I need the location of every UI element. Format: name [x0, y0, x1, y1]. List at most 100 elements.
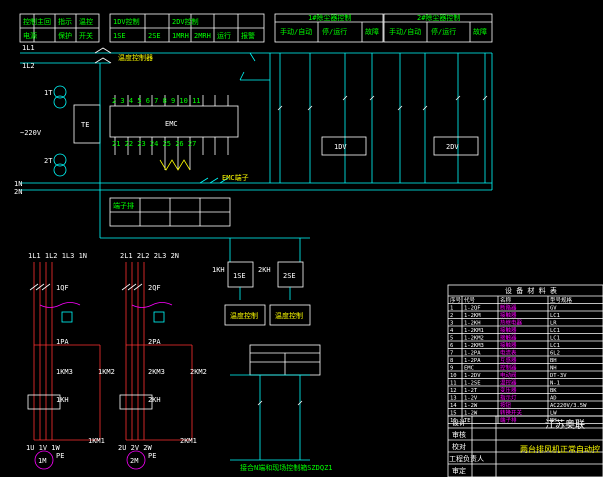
dv1-circuit — [277, 53, 375, 183]
bom-cell: 9 — [450, 366, 453, 372]
emc-controller: 2 3 4 5 6 7 8 9 10 11 21 22 23 24 25 26 … — [109, 95, 239, 171]
aux-table — [249, 344, 321, 376]
bom-cell: LC1 — [550, 343, 560, 349]
bom-cell: 端子排 — [500, 416, 517, 424]
m2-overload: 2KH — [148, 396, 161, 404]
bom-cell: 1 — [450, 306, 453, 312]
svg-text:端子排: 端子排 — [113, 201, 134, 210]
hdr-cell-7: 开关 — [79, 31, 93, 40]
m1-out: 1U 1V 1W — [26, 444, 61, 452]
tb-drawing: 两台排风机正常自动控 — [520, 444, 600, 454]
m1-pe: PE — [56, 452, 64, 460]
m1-feed: 1L1 1L2 1L3 1N — [28, 252, 87, 260]
bom-cell: 1-2PA — [464, 351, 481, 357]
bom-header-cell: 名称 — [500, 296, 512, 304]
dv2-hdr-3: 故障 — [473, 27, 487, 36]
svg-text:2 3 4 5 6 7 8 9 10 11: 2 3 4 5 6 7 8 9 10 11 — [112, 97, 201, 105]
bom-cell: BK — [550, 388, 557, 394]
bom-header-cell: 序号 — [450, 296, 462, 304]
rail-n2: 2N — [14, 188, 22, 196]
bom-cell: 1-2KM1 — [464, 328, 484, 334]
m1-contactor2: 1KM2 — [98, 368, 115, 376]
motor2-circuit — [119, 262, 193, 470]
bom-cell: 接触器 — [500, 326, 517, 334]
bom-cell: 转换开关 — [500, 409, 523, 417]
bom-cell: 12 — [450, 388, 457, 394]
dv1-hdr-2: 停/运行 — [322, 27, 347, 36]
bom-cell: AD — [550, 396, 557, 402]
bom-cell: 1-2W — [464, 411, 478, 417]
bom-cell: LW — [550, 411, 557, 417]
label-2t: 2T — [44, 157, 53, 165]
bom-header-cell: 型号规格 — [550, 296, 573, 304]
voltage-label: ~220V — [20, 129, 42, 137]
hdr-cell-3: 指示 — [58, 17, 72, 26]
m2-contactor2: 2KM2 — [190, 368, 207, 376]
m2-out: 2U 2V 2W — [118, 444, 153, 452]
m1-breaker: 1QF — [56, 284, 69, 292]
label-emc: EMC — [165, 120, 178, 128]
hdr-cell-1: 控制 — [23, 17, 37, 26]
rail-n1: 1N — [14, 180, 22, 188]
bom-cell: 断路器 — [500, 304, 517, 312]
bom-cell: 1-2KM3 — [464, 343, 484, 349]
m2-breaker: 2QF — [148, 284, 161, 292]
bom-cell: 11 — [450, 381, 457, 387]
label-2kh: 2KH — [258, 266, 271, 274]
emc-hdr-5: 1MRH — [172, 32, 189, 40]
dv1-title: 1#除尘器控制 — [308, 13, 351, 22]
m1-contactor1: 1KM1 — [88, 437, 105, 445]
aux-contacts — [230, 374, 310, 461]
bom-cell: 电动阀 — [500, 371, 517, 379]
bom-cell: 3 — [450, 321, 453, 327]
tb-company: 江苏奥联 — [545, 418, 585, 431]
m1-overload: 1KH — [56, 396, 69, 404]
bom-cell: 1-2V — [464, 396, 478, 402]
emc-hdr-3: 1SE — [113, 32, 126, 40]
label-1t: 1T — [44, 89, 53, 97]
bom-cell: 按钮 — [500, 401, 512, 409]
selector-switches: 温度控制器 — [94, 47, 256, 81]
bom-cell: EMC — [464, 366, 474, 372]
dv2-title: 2#除尘器控制 — [417, 13, 460, 22]
bom-cell: LR — [550, 321, 557, 327]
bom-cell: 热继电器 — [500, 319, 523, 327]
bottom-note: 接合N端和现场控制箱SZDQZ1 — [240, 463, 333, 472]
se-section: 温度控制 温度控制 — [224, 238, 311, 326]
m2-contactor1: 2KM1 — [180, 437, 197, 445]
tb-label-5: 审定 — [452, 466, 466, 475]
bom-cell: 1-2PA — [464, 358, 481, 364]
hdr-cell-2: 主回 — [37, 17, 51, 26]
bom-cell: LC1 — [550, 313, 560, 319]
m2-pa: 2PA — [148, 338, 161, 346]
bom-cell: 7 — [450, 351, 453, 357]
bom-cell: 指示灯 — [500, 394, 517, 402]
terminal-strip: 端子排 — [109, 197, 231, 227]
dv2-circuit — [397, 53, 488, 183]
bom-cell: 互感器 — [500, 356, 517, 364]
bom-cell: BH — [550, 358, 557, 364]
bom-cell: 1-2T — [464, 388, 478, 394]
bom-title: 设 备 材 料 表 — [505, 286, 557, 295]
bom-cell: 接触器 — [500, 341, 517, 349]
bom-cell: 接触器 — [500, 311, 517, 319]
svg-text:温度控制: 温度控制 — [275, 311, 303, 320]
bom-cell: 1-2QF — [464, 306, 481, 312]
bom-cell: 1-2KH — [464, 321, 481, 327]
bom-cell: NH — [550, 366, 557, 372]
bom-cell: 13 — [450, 396, 457, 402]
bom-cell: 电流表 — [500, 349, 517, 357]
bom-cell: 16 — [450, 418, 457, 424]
hdr-cell-6: 保护 — [58, 31, 72, 40]
bom-cell: 6L2 — [550, 351, 560, 357]
bom-cell: 4 — [450, 328, 454, 334]
emc-hdr-6: 2MRH — [194, 32, 211, 40]
emc-hdr-8: 报警 — [241, 31, 255, 40]
bom-cell: 1-2KM — [464, 313, 481, 319]
label-1dv: 1DV — [334, 143, 347, 151]
supply-rails — [20, 52, 493, 191]
bom-cell: DT-3V — [550, 373, 567, 379]
bom-cell: 1-2SE — [464, 381, 481, 387]
tb-label-3: 校对 — [452, 442, 466, 451]
bom-cell: LC1 — [550, 328, 560, 334]
